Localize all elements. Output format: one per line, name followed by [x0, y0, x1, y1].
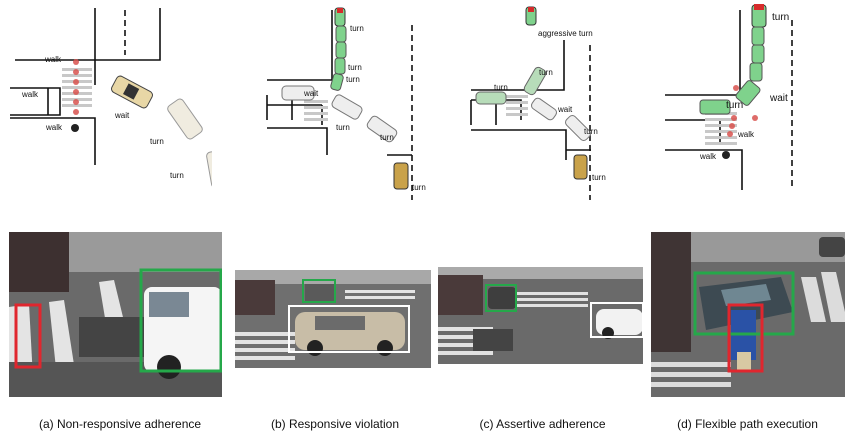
label-c-3: wait — [557, 105, 573, 114]
label-b-0: turn — [350, 24, 364, 33]
diagram-c: aggressive turn turn turn wait turn turn — [470, 6, 606, 200]
label-d-2: wait — [769, 93, 788, 104]
target-box — [590, 302, 643, 338]
vehicle-box — [693, 271, 795, 336]
silver-suv — [295, 312, 405, 356]
photo-d — [651, 232, 845, 397]
label-c-5: turn — [592, 173, 606, 182]
label-b-1: turn — [348, 63, 362, 72]
vehicle-box — [485, 284, 517, 312]
label-a-1: walk — [21, 90, 39, 99]
caption-c: (c) Assertive adherence — [479, 417, 606, 431]
pedestrian-box — [727, 303, 764, 373]
label-c-4: turn — [584, 127, 598, 136]
label-a-0: walk — [44, 55, 62, 64]
caption-b: (b) Responsive violation — [270, 417, 400, 431]
label-c-0: aggressive turn — [538, 29, 593, 38]
diagram-d: turn turn wait walk walk — [665, 4, 793, 190]
label-b-6: turn — [412, 183, 426, 192]
label-a-2: walk — [45, 123, 63, 132]
label-a-3: wait — [114, 111, 130, 120]
label-b-2: turn — [346, 75, 360, 84]
label-c-1: turn — [539, 68, 553, 77]
caption-d: (d) Flexible path execution — [677, 417, 818, 431]
label-a-4: turn — [150, 137, 164, 146]
label-c-2: turn — [494, 83, 508, 92]
label-b-5: turn — [380, 133, 394, 142]
photo-a — [9, 232, 222, 397]
diagram-a: walk walk walk wait turn turn — [10, 8, 212, 189]
white-car — [596, 309, 643, 339]
vehicle-box — [139, 268, 222, 373]
label-d-4: walk — [699, 152, 717, 161]
pedestrian-box — [14, 303, 42, 369]
label-b-3: wait — [303, 89, 319, 98]
photo-b — [235, 270, 431, 368]
diagram-b: turn turn turn wait turn turn turn — [266, 7, 426, 200]
label-d-1: turn — [726, 100, 743, 111]
vehicle-box — [302, 279, 336, 303]
photo-c — [438, 267, 643, 364]
label-b-4: turn — [336, 123, 350, 132]
caption-a: (a) Non-responsive adherence — [38, 417, 202, 431]
label-d-3: walk — [737, 130, 755, 139]
white-van — [144, 287, 222, 379]
target-box — [288, 305, 410, 353]
label-a-5: turn — [170, 171, 184, 180]
car-sprite — [111, 75, 153, 109]
label-d-0: turn — [772, 12, 789, 23]
